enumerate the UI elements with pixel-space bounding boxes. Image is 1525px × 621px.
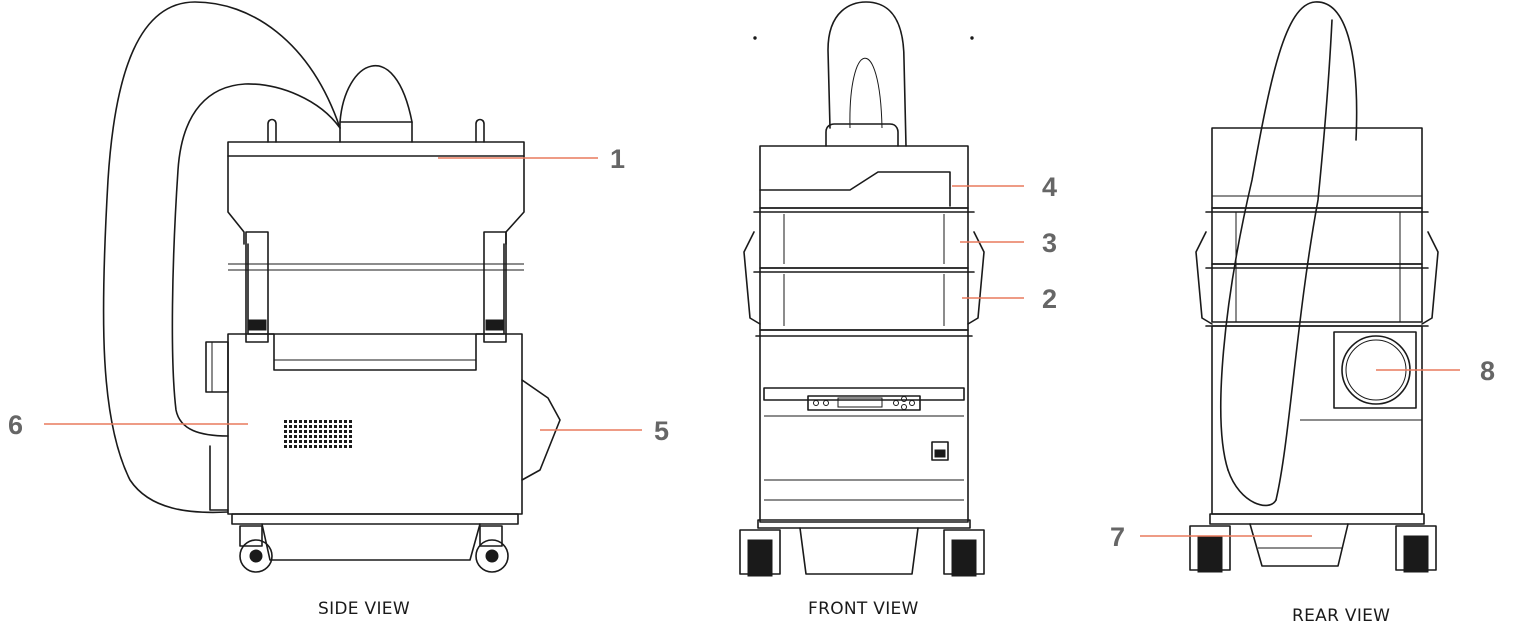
side-caster-right [475, 539, 509, 573]
callout-8: 8 [1480, 356, 1495, 386]
leader-lines [44, 157, 1460, 537]
callout-5: 5 [654, 416, 669, 446]
callout-1: 1 [610, 144, 625, 174]
callout-6: 6 [8, 410, 23, 440]
front-lower-cabinet [759, 329, 969, 523]
front-view [739, 1, 985, 577]
side-caster-left [239, 539, 273, 573]
rear-view [1189, 1, 1439, 573]
front-top-module [759, 145, 969, 209]
side-top-housing [227, 155, 525, 245]
callout-2: 2 [1042, 284, 1057, 314]
front-handle [825, 123, 899, 147]
callout-3: 3 [1042, 228, 1057, 258]
callout-4: 4 [1042, 172, 1057, 202]
side-vent-grille [284, 420, 352, 448]
front-hose [827, 1, 907, 147]
front-view-label: FRONT VIEW [808, 599, 919, 619]
rear-hose [1220, 1, 1358, 471]
callout-7: 7 [1110, 522, 1125, 552]
rear-view-label: REAR VIEW [1292, 606, 1390, 621]
rear-collection-bin [1249, 523, 1349, 567]
side-hose-outer [102, 1, 341, 514]
front-module-2 [759, 267, 969, 331]
side-hose-top [339, 121, 413, 143]
front-module-3 [759, 207, 969, 269]
front-power-switch [931, 441, 949, 461]
side-view-label: SIDE VIEW [318, 599, 410, 619]
side-lower-body [227, 333, 523, 515]
side-top-lid [227, 141, 525, 157]
side-mid-body [247, 243, 505, 371]
side-view [102, 1, 561, 573]
callout-numbers: 1 2 3 4 5 6 7 8 [8, 144, 1495, 552]
side-hose-inner [171, 83, 341, 437]
front-control-panel [807, 395, 921, 411]
